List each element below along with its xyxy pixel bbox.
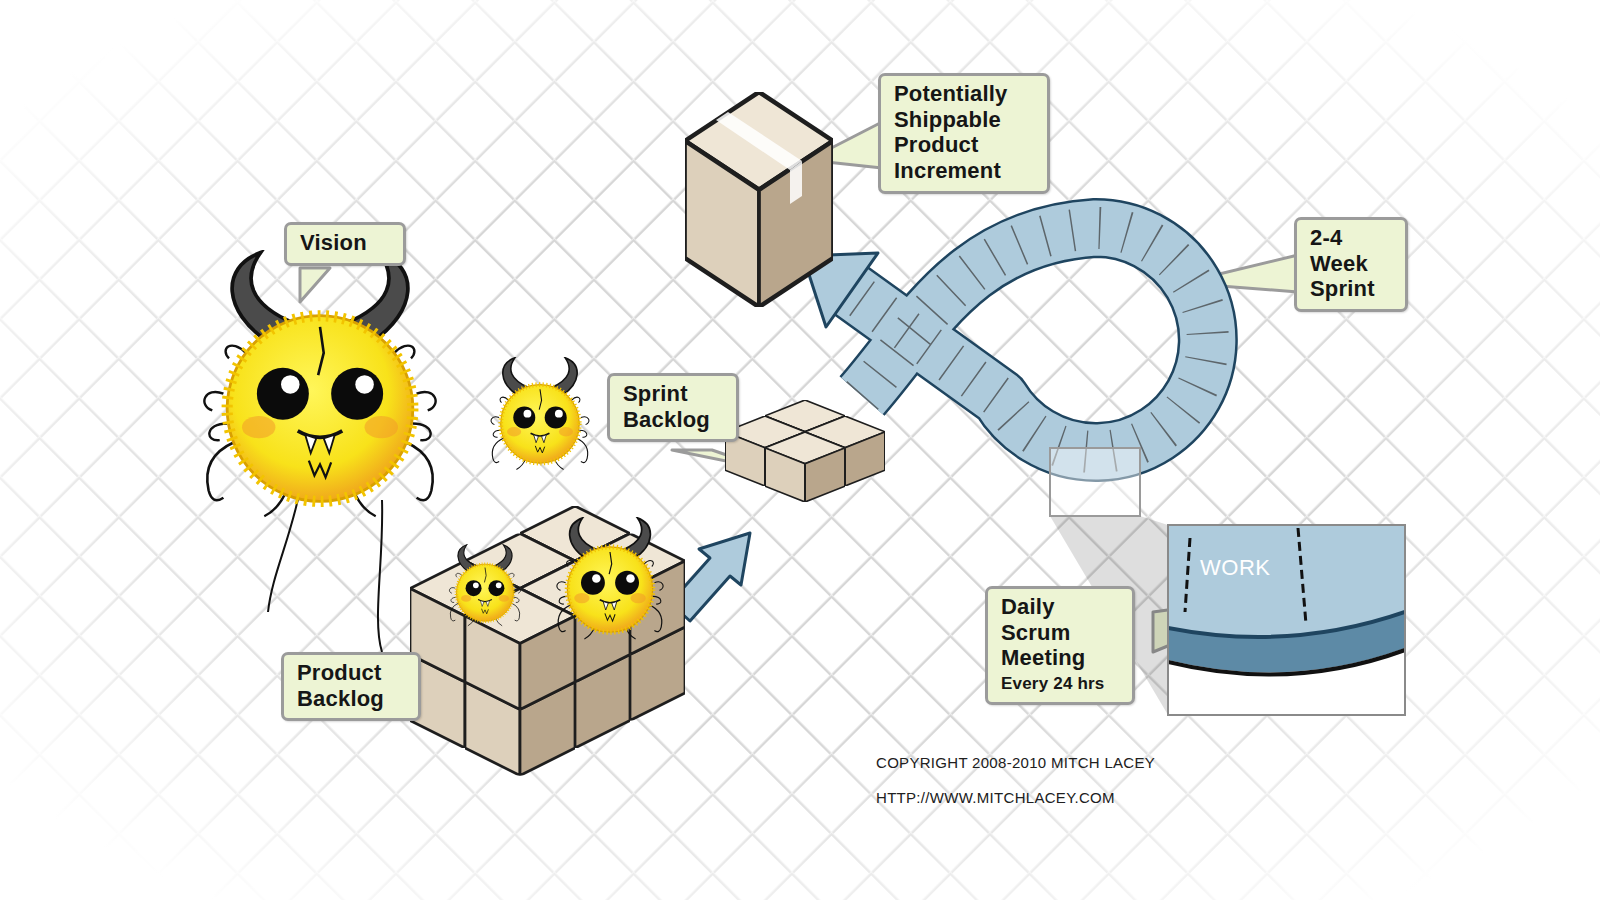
zoom-inset-frame: [1168, 525, 1405, 715]
callout-box: Sprint Backlog: [607, 373, 739, 442]
shippable-box: [685, 92, 833, 307]
box-tape: [790, 161, 802, 204]
band-surface: [1168, 525, 1405, 637]
callout-box: Vision: [284, 222, 406, 266]
box-tape: [716, 112, 802, 170]
callout-box: Product Backlog: [281, 652, 421, 721]
sprint-backlog-cubes: [725, 400, 885, 502]
band-side: [1168, 612, 1405, 673]
cube: [765, 432, 845, 502]
callout-text: Daily Scrum Meeting: [1001, 594, 1119, 671]
band-edge: [1168, 650, 1405, 675]
zoom-inset: [1168, 525, 1405, 715]
small-monster: [491, 358, 589, 470]
zoom-band: [1168, 525, 1405, 675]
callout-box: 2-4 Week Sprint: [1294, 217, 1408, 312]
callout-text: 2-4 Week Sprint: [1310, 225, 1392, 302]
loop-band: [850, 228, 1208, 452]
callout-text: Sprint Backlog: [623, 381, 723, 432]
callout-tail: [300, 268, 330, 302]
small-monster: [449, 545, 520, 626]
callout-box: Daily Scrum MeetingEvery 24 hrs: [985, 586, 1135, 705]
callout-subtext: Every 24 hrs: [1001, 673, 1119, 695]
loop-outline: [850, 228, 1208, 452]
band-edge: [1168, 612, 1405, 637]
small-monster: [557, 518, 663, 639]
day-divider: [1298, 528, 1306, 624]
callout-box: Potentially Shippable Product Increment: [878, 73, 1050, 194]
url-note: HTTP://WWW.MITCHLACEY.COM: [876, 789, 1115, 806]
sprint-loop: [803, 228, 1208, 452]
day-divider: [1185, 538, 1190, 612]
callout-text: Product Backlog: [297, 660, 405, 711]
zoom-window: [1050, 448, 1140, 516]
monster-tendril: [268, 490, 382, 652]
band-label: WORK: [1200, 555, 1270, 581]
copyright-note: COPYRIGHT 2008-2010 MITCH LACEY: [876, 754, 1155, 771]
callout-text: Vision: [300, 230, 390, 256]
product-backlog-cubes: [410, 506, 685, 776]
callout-text: Potentially Shippable Product Increment: [894, 81, 1034, 184]
day-ticks: [850, 228, 1208, 452]
big-monster: [204, 253, 435, 517]
